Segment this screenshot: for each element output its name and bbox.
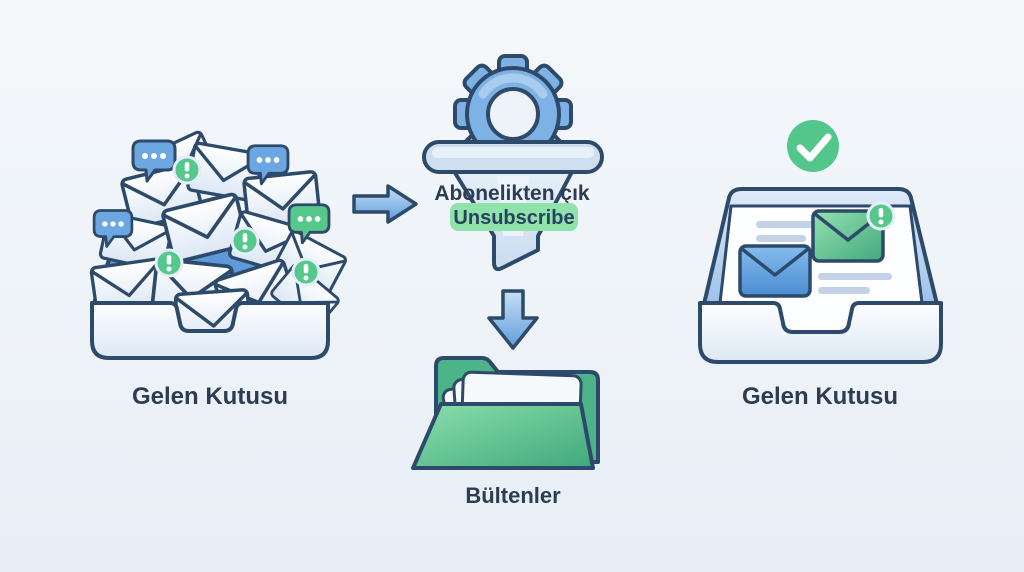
- folder-icon: [411, 356, 600, 470]
- right-inbox-label: Gelen Kutusu: [742, 383, 898, 410]
- folder-label: Bültenler: [465, 483, 561, 508]
- check-icon: [787, 120, 839, 172]
- inbox-tray-front: [90, 301, 330, 360]
- unsubscribe-badge[interactable]: Unsubscribe: [450, 203, 578, 231]
- newsletters-folder-illustration: Bültenler: [411, 356, 600, 508]
- filter-title: Abonelikten çık: [434, 182, 590, 205]
- clean-inbox-illustration: Gelen Kutusu: [698, 120, 943, 410]
- alert-badge-icon: [154, 248, 184, 278]
- unsubscribe-filter-illustration: Abonelikten çık Unsubscribe: [422, 54, 604, 272]
- unsubscribe-badge-bg[interactable]: [450, 203, 578, 231]
- alert-badge-icon: [866, 201, 896, 231]
- arrow-right-icon: [352, 184, 418, 224]
- unsubscribe-badge-label[interactable]: Unsubscribe: [453, 207, 574, 229]
- alert-badge-icon: [230, 226, 260, 256]
- arrow-down-icon: [487, 289, 539, 350]
- envelope-green-icon: [811, 201, 896, 263]
- inbox-tray-front: [698, 301, 943, 364]
- alert-badge-icon: [291, 257, 321, 287]
- overflowing-inbox-illustration: Gelen Kutusu: [89, 129, 349, 410]
- placeholder-lines: [756, 221, 892, 294]
- alert-badge-icon: [172, 155, 202, 185]
- envelope-blue-icon: [738, 244, 812, 298]
- left-inbox-label: Gelen Kutusu: [132, 383, 288, 410]
